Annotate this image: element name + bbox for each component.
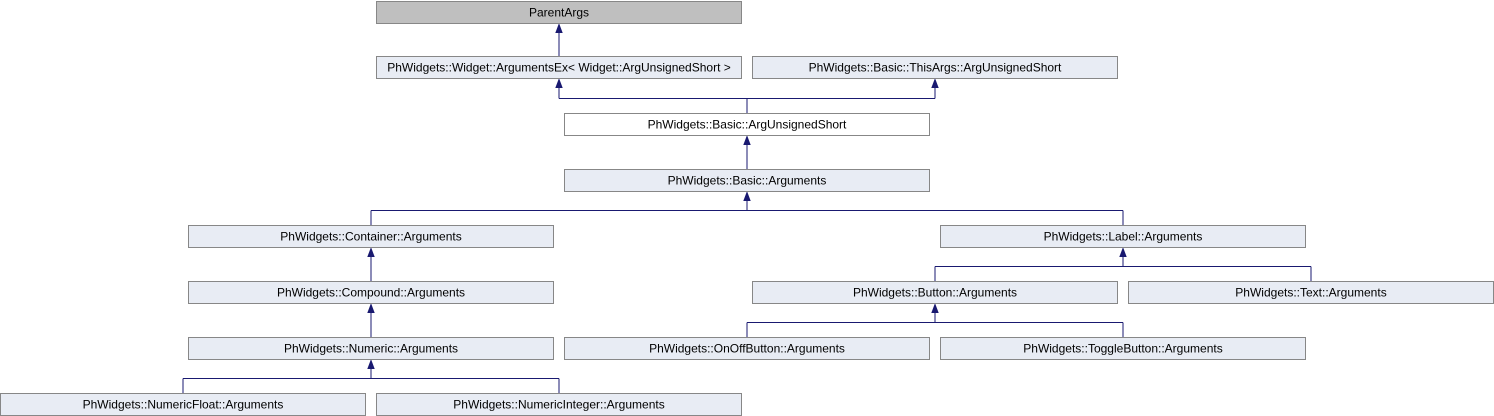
- class-node-parentargs[interactable]: ParentArgs: [376, 1, 742, 24]
- class-node-box: [188, 337, 554, 360]
- inheritance-arrowhead: [367, 303, 375, 313]
- class-node-label: PhWidgets::Text::Arguments: [1235, 286, 1386, 300]
- inheritance-edges: [182, 23, 1312, 394]
- class-node-thisargs[interactable]: PhWidgets::Basic::ThisArgs::ArgUnsignedS…: [752, 56, 1118, 79]
- inheritance-arrowhead: [1119, 247, 1127, 257]
- class-node-label-arguments[interactable]: PhWidgets::Label::Arguments: [940, 225, 1306, 248]
- class-node-numericfloat-arguments[interactable]: PhWidgets::NumericFloat::Arguments: [0, 393, 366, 416]
- class-node-box: [940, 337, 1306, 360]
- class-node-label: PhWidgets::NumericFloat::Arguments: [83, 398, 284, 412]
- inheritance-arrowhead: [931, 78, 939, 88]
- class-node-box: [376, 56, 742, 79]
- class-node-label: PhWidgets::Button::Arguments: [853, 286, 1017, 300]
- class-node-box: [752, 281, 1118, 304]
- class-node-label: PhWidgets::Basic::ThisArgs::ArgUnsignedS…: [809, 61, 1062, 75]
- inheritance-arrowhead: [367, 247, 375, 257]
- class-node-label: PhWidgets::Compound::Arguments: [277, 286, 465, 300]
- class-node-argunsignedshort[interactable]: PhWidgets::Basic::ArgUnsignedShort: [564, 113, 930, 136]
- class-node-compound-arguments[interactable]: PhWidgets::Compound::Arguments: [188, 281, 554, 304]
- class-node-label: PhWidgets::Container::Arguments: [280, 230, 461, 244]
- class-node-box: [940, 225, 1306, 248]
- class-node-box: [188, 281, 554, 304]
- class-node-togglebutton-arguments[interactable]: PhWidgets::ToggleButton::Arguments: [940, 337, 1306, 360]
- class-node-label: PhWidgets::Widget::ArgumentsEx< Widget::…: [387, 61, 731, 75]
- inheritance-arrowhead: [931, 303, 939, 313]
- class-node-box: [564, 113, 930, 136]
- class-node-label: PhWidgets::Numeric::Arguments: [284, 342, 458, 356]
- class-node-container-arguments[interactable]: PhWidgets::Container::Arguments: [188, 225, 554, 248]
- inheritance-arrowhead: [743, 135, 751, 145]
- class-node-label: PhWidgets::Basic::ArgUnsignedShort: [648, 118, 847, 132]
- class-node-box: [564, 169, 930, 192]
- inheritance-arrowhead: [367, 359, 375, 369]
- class-node-box: [752, 56, 1118, 79]
- inheritance-arrowhead: [555, 23, 563, 33]
- class-node-label: PhWidgets::ToggleButton::Arguments: [1023, 342, 1222, 356]
- class-node-basic-arguments[interactable]: PhWidgets::Basic::Arguments: [564, 169, 930, 192]
- class-node-numericinteger-arguments[interactable]: PhWidgets::NumericInteger::Arguments: [376, 393, 742, 416]
- class-node-label: ParentArgs: [529, 6, 589, 20]
- class-node-onoffbutton-arguments[interactable]: PhWidgets::OnOffButton::Arguments: [564, 337, 930, 360]
- class-node-label: PhWidgets::OnOffButton::Arguments: [649, 342, 845, 356]
- class-node-label: PhWidgets::NumericInteger::Arguments: [453, 398, 664, 412]
- inheritance-arrowhead: [743, 191, 751, 201]
- class-node-box: [564, 337, 930, 360]
- class-node-numeric-arguments[interactable]: PhWidgets::Numeric::Arguments: [188, 337, 554, 360]
- class-node-box: [188, 225, 554, 248]
- inheritance-arrowhead: [555, 78, 563, 88]
- class-node-argumentsex[interactable]: PhWidgets::Widget::ArgumentsEx< Widget::…: [376, 56, 742, 79]
- class-node-box: [376, 1, 742, 24]
- class-node-text-arguments[interactable]: PhWidgets::Text::Arguments: [1128, 281, 1494, 304]
- class-node-label: PhWidgets::Basic::Arguments: [668, 174, 827, 188]
- class-node-button-arguments[interactable]: PhWidgets::Button::Arguments: [752, 281, 1118, 304]
- class-node-label: PhWidgets::Label::Arguments: [1044, 230, 1203, 244]
